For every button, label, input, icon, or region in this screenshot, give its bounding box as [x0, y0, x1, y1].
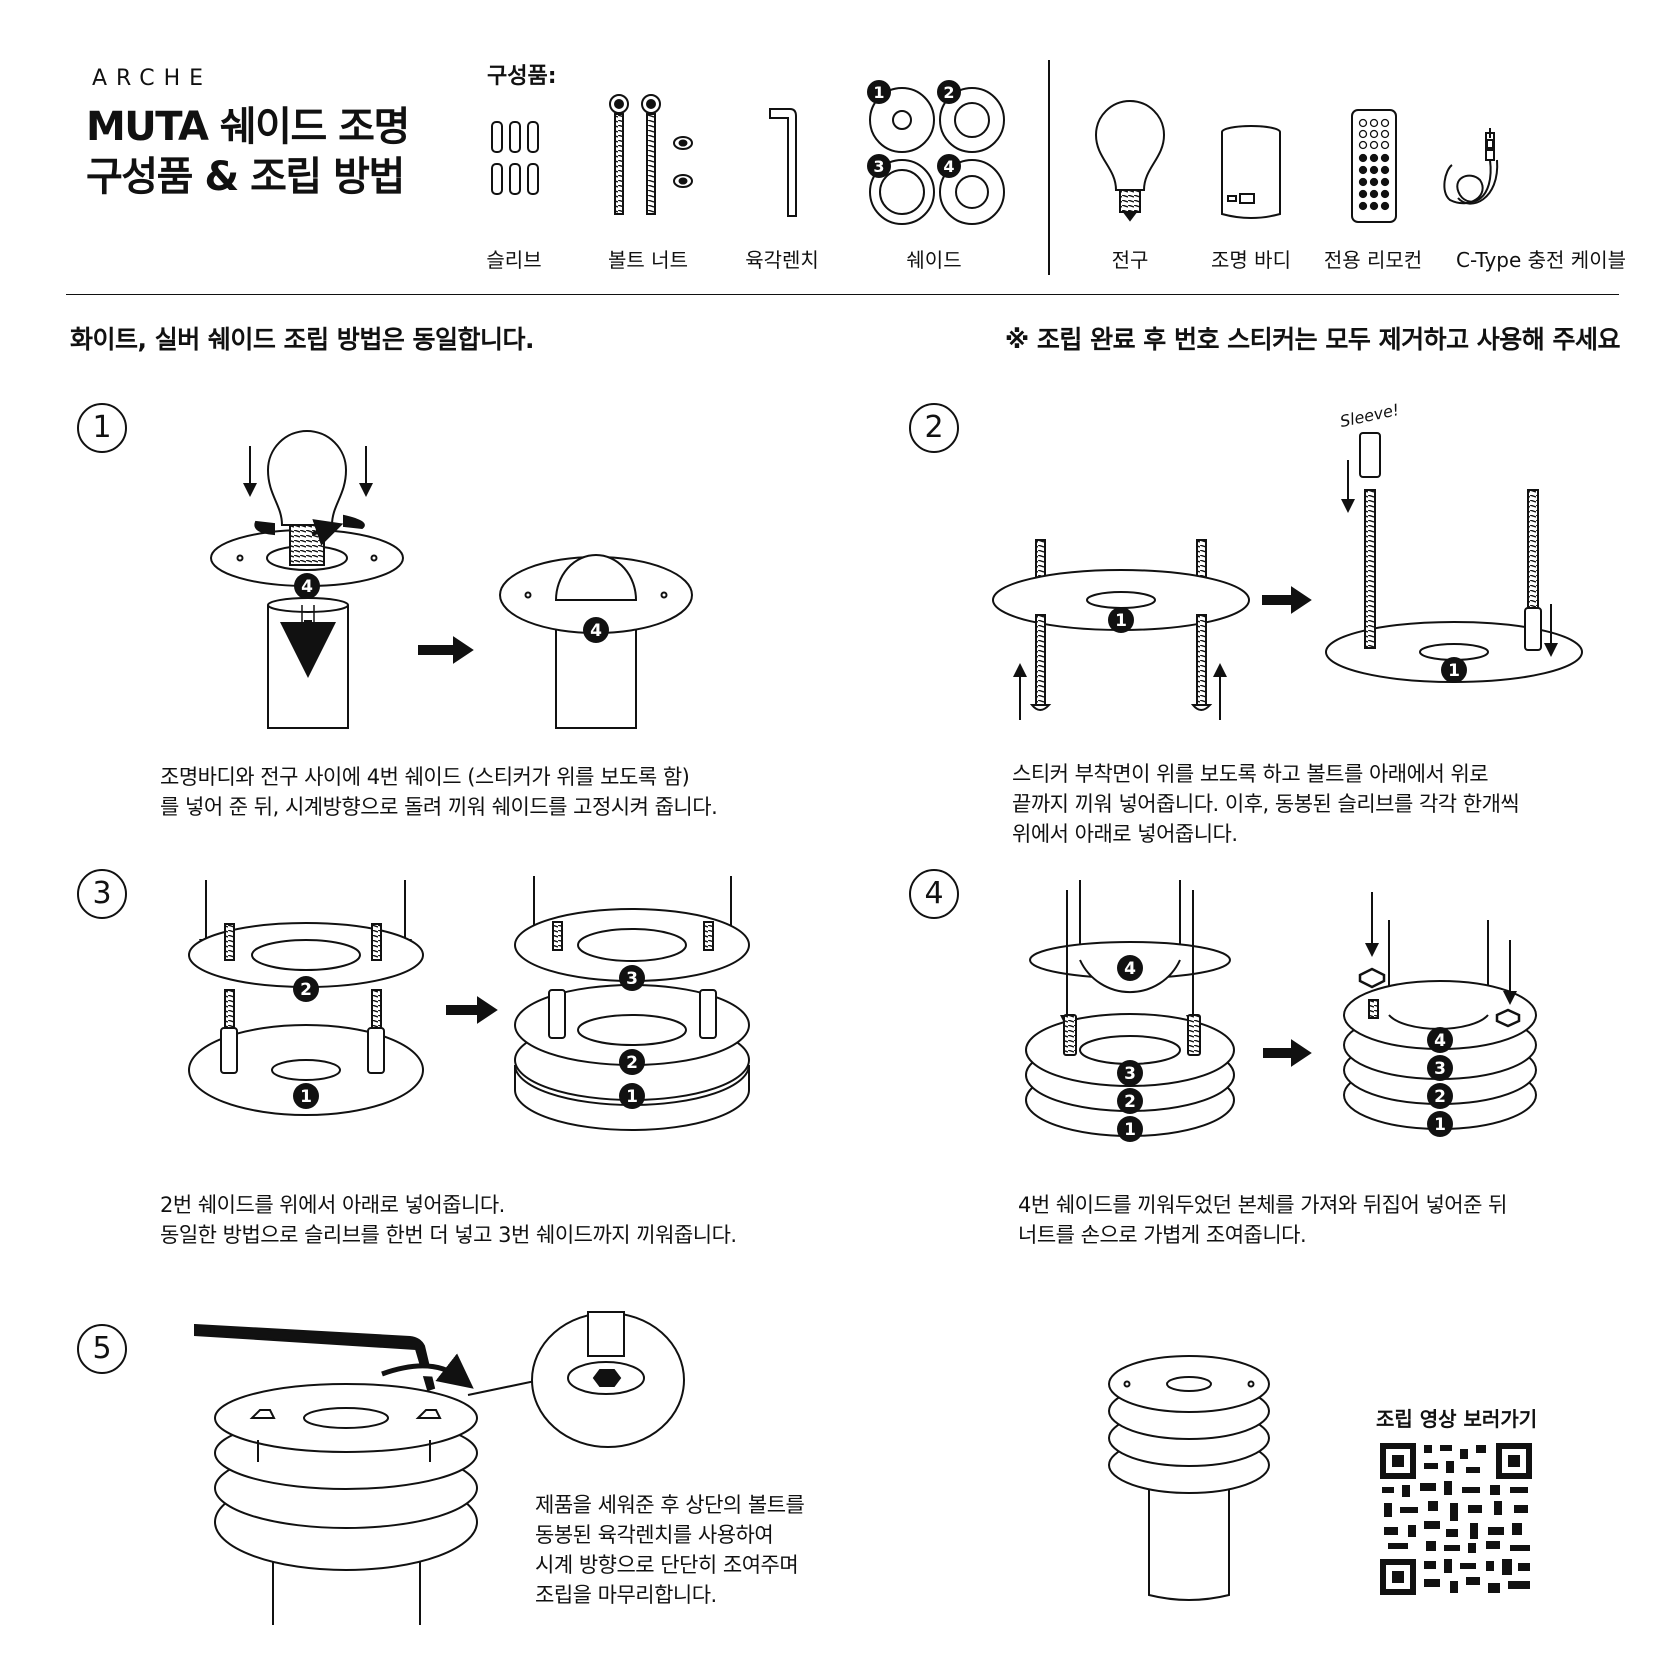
step-4-description: 4번 쉐이드를 끼워두었던 본체를 가져와 뒤집어 넣어준 뒤 너트를 손으로 … [1018, 1190, 1507, 1250]
header-vertical-divider [1048, 60, 1050, 275]
step-3-illustration [188, 876, 750, 1131]
sleeve-callout: Sleeve! [1338, 400, 1401, 431]
step-number-1: 1 [77, 403, 127, 453]
step-1-badge-4a: 4 [301, 577, 313, 597]
step-5-line-2: 동봉된 육각렌치를 사용하여 [535, 1523, 774, 1547]
component-label-shade: 쉐이드 [906, 248, 962, 272]
step-3-line-2: 동일한 방법으로 슬리브를 한번 더 넣고 3번 쉐이드까지 끼워줍니다. [160, 1223, 737, 1247]
badge-2: 2 [943, 83, 954, 102]
note-same-method: 화이트, 실버 쉐이드 조립 방법은 동일합니다. [70, 325, 535, 354]
component-label-hex-wrench: 육각렌치 [745, 248, 819, 272]
step-4-badge-4a: 4 [1124, 959, 1136, 979]
step-5-line-1: 제품을 세워준 후 상단의 볼트를 [535, 1493, 805, 1517]
step-4-badge-1a: 1 [1124, 1120, 1136, 1140]
step-1-illustration [210, 430, 693, 729]
step-5-illustration [194, 1311, 685, 1625]
step-1-description: 조명바디와 전구 사이에 4번 쉐이드 (스티커가 위를 보도록 함) 를 넣어… [160, 762, 718, 822]
shade-discs-icon [867, 80, 1005, 225]
page-title: MUTA 쉐이드 조명 구성품 & 조립 방법 [86, 102, 410, 202]
step-2-badge-1a: 1 [1115, 611, 1127, 631]
note-remove-stickers: ※ 조립 완료 후 번호 스티커는 모두 제거하고 사용해 주세요 [1004, 325, 1621, 354]
step-number-4: 4 [909, 869, 959, 919]
remote-icon [1351, 109, 1397, 223]
badge-4: 4 [943, 157, 954, 176]
bolt-nut-icon [609, 94, 693, 215]
step-number-2: 2 [909, 403, 959, 453]
step-number-5: 5 [77, 1324, 127, 1374]
step-badges: 4 4 1 1 2 1 3 2 1 4 3 2 1 4 3 2 1 [293, 573, 1467, 1142]
step-1-line-1: 조명바디와 전구 사이에 4번 쉐이드 (스티커가 위를 보도록 함) [160, 765, 690, 789]
badge-1: 1 [873, 83, 884, 102]
step-2-badge-1b: 1 [1448, 661, 1460, 681]
step-5-line-4: 조립을 마무리합니다. [535, 1583, 717, 1607]
step-3-badge-1b: 1 [626, 1087, 638, 1107]
step-4-badge-4b: 4 [1434, 1031, 1446, 1051]
step-4-line-2: 너트를 손으로 가볍게 조여줍니다. [1018, 1223, 1307, 1247]
component-label-sleeve: 슬리브 [486, 248, 542, 272]
brand-logo: ARCHE [92, 66, 213, 91]
header-horizontal-divider [66, 294, 1619, 295]
hex-wrench-icon [769, 108, 797, 217]
step-4-badge-3a: 3 [1124, 1064, 1136, 1084]
step-1-badge-4b: 4 [590, 621, 602, 641]
header-shade-badges: 1 2 3 4 [873, 83, 954, 176]
step-2-line-3: 위에서 아래로 넣어줍니다. [1012, 822, 1238, 846]
step-1-line-2: 를 넣어 준 뒤, 시계방향으로 돌려 끼워 쉐이드를 고정시켜 줍니다. [160, 795, 718, 819]
step-4-badge-2b: 2 [1434, 1087, 1446, 1107]
step-2-description: 스티커 부착면이 위를 보도록 하고 볼트를 아래에서 위로 끝까지 끼워 넣어… [1012, 759, 1520, 849]
step-4-illustration [1025, 880, 1537, 1137]
title-line-1: MUTA 쉐이드 조명 [86, 104, 410, 150]
step-3-badge-3: 3 [626, 969, 638, 989]
step-4-badge-1b: 1 [1434, 1115, 1446, 1135]
step-2-line-1: 스티커 부착면이 위를 보도록 하고 볼트를 아래에서 위로 [1012, 762, 1489, 786]
step-3-badge-1a: 1 [300, 1087, 312, 1107]
step-number-3: 3 [77, 869, 127, 919]
component-label-cable: C-Type 충전 케이블 [1456, 248, 1626, 272]
step-3-description: 2번 쉐이드를 위에서 아래로 넣어줍니다. 동일한 방법으로 슬리브를 한번 … [160, 1190, 737, 1250]
component-label-bulb: 전구 [1111, 248, 1149, 272]
components-heading: 구성품: [487, 64, 557, 89]
step-2-line-2: 끝까지 끼워 넣어줍니다. 이후, 동봉된 슬리브를 각각 한개씩 [1012, 792, 1520, 816]
qr-code-icon [1380, 1443, 1532, 1595]
step-4-line-1: 4번 쉐이드를 끼워두었던 본체를 가져와 뒤집어 넣어준 뒤 [1018, 1193, 1507, 1217]
step-5-description: 제품을 세워준 후 상단의 볼트를 동봉된 육각렌치를 사용하여 시계 방향으로… [535, 1490, 805, 1610]
step-4-badge-2a: 2 [1124, 1092, 1136, 1112]
component-label-bolt-nut: 볼트 너트 [608, 248, 688, 272]
sleeve-icon [491, 121, 539, 195]
component-label-remote: 전용 리모컨 [1323, 248, 1423, 272]
badge-3: 3 [873, 157, 884, 176]
step-2-illustration [992, 432, 1583, 720]
c-type-cable-icon [1443, 128, 1499, 205]
assembled-product-illustration [1108, 1355, 1270, 1601]
qr-title: 조립 영상 보러가기 [1376, 1407, 1538, 1431]
light-body-icon [1221, 125, 1281, 219]
step-3-badge-2a: 2 [300, 980, 312, 1000]
title-line-2: 구성품 & 조립 방법 [86, 154, 405, 200]
step-3-badge-2b: 2 [626, 1053, 638, 1073]
component-label-light-body: 조명 바디 [1211, 248, 1291, 272]
bulb-icon [1094, 100, 1166, 222]
step-3-line-1: 2번 쉐이드를 위에서 아래로 넣어줍니다. [160, 1193, 505, 1217]
step-4-badge-3b: 3 [1434, 1059, 1446, 1079]
step-5-line-3: 시계 방향으로 단단히 조여주며 [535, 1553, 799, 1577]
